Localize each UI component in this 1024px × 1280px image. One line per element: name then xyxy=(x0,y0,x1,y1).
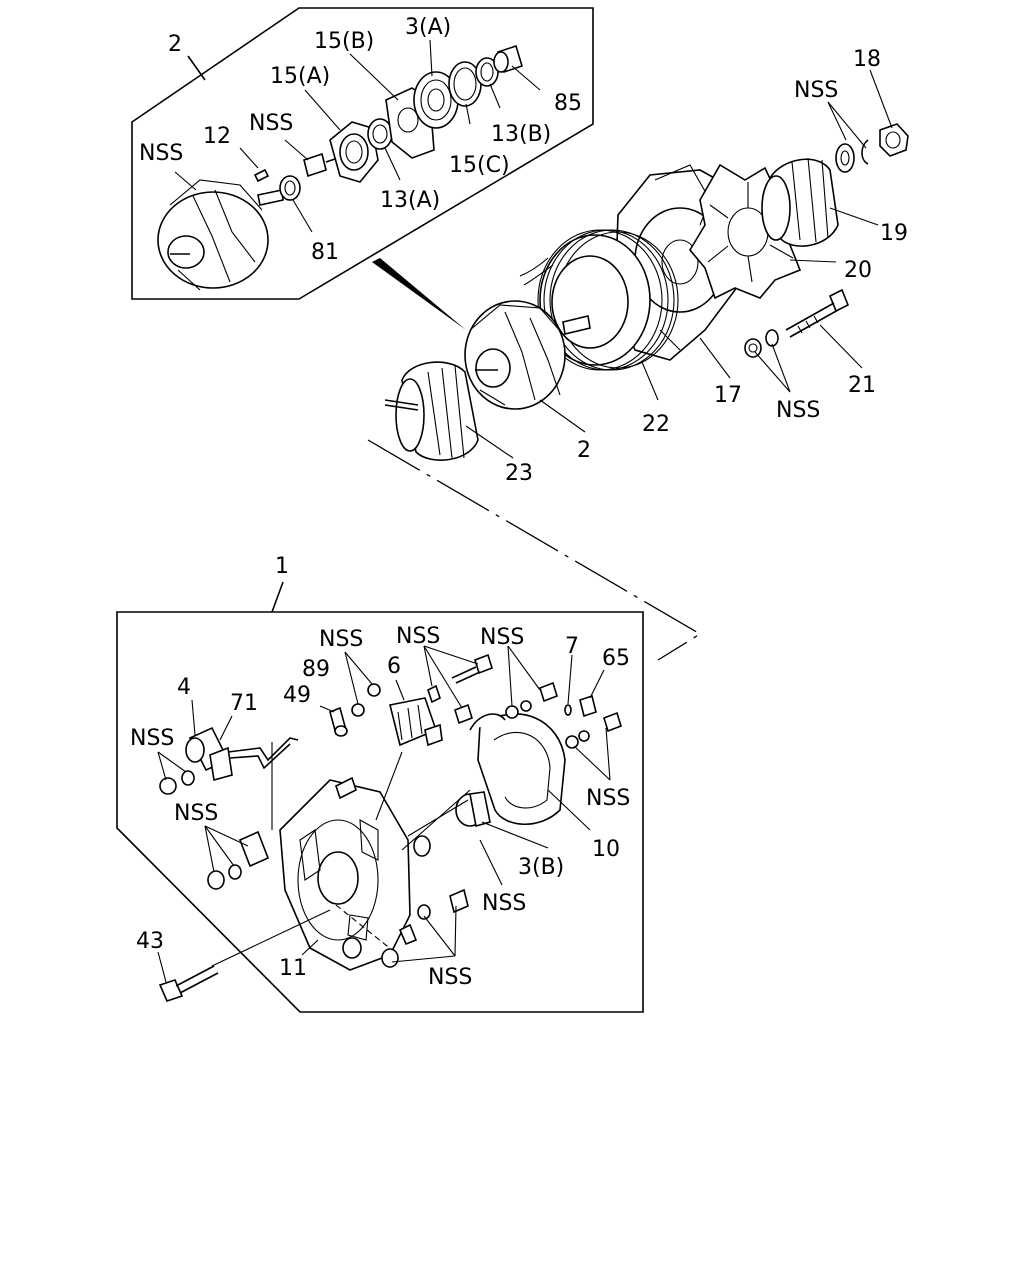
callout-10: 10 xyxy=(592,837,620,862)
terminal-49 xyxy=(329,706,348,737)
callout-2-mid: 2 xyxy=(577,438,591,463)
end-frame-11 xyxy=(279,776,431,971)
callout-2-top: 2 xyxy=(168,32,182,57)
callout-labels: 2 15(B) 3(A) 15(A) NSS 12 NSS 85 13(B) 1… xyxy=(130,15,908,990)
callout-nss-4: NSS xyxy=(776,398,820,423)
detail-pointer-wedge xyxy=(372,258,466,330)
callout-43: 43 xyxy=(136,929,164,954)
screw-nss-top xyxy=(303,152,339,178)
callout-3b: 3(B) xyxy=(518,855,564,880)
callout-85: 85 xyxy=(554,91,582,116)
bolt-43 xyxy=(158,965,219,1002)
callout-nss-8: NSS xyxy=(130,726,174,751)
callout-20: 20 xyxy=(844,258,872,283)
regulator-6 xyxy=(389,697,443,747)
callout-23: 23 xyxy=(505,461,533,486)
callout-6: 6 xyxy=(387,654,401,679)
callout-15b: 15(B) xyxy=(314,29,374,54)
callout-19: 19 xyxy=(880,221,908,246)
callout-nss-5: NSS xyxy=(319,627,363,652)
assembly-axis-line xyxy=(367,439,702,661)
callout-17: 17 xyxy=(714,383,742,408)
slip-ring-end-23 xyxy=(384,361,479,461)
through-bolt-21 xyxy=(785,288,850,338)
callout-nss-7: NSS xyxy=(480,625,524,650)
callout-nss-3: NSS xyxy=(794,78,838,103)
collar-85 xyxy=(493,44,523,74)
bearing-retainer-15a xyxy=(329,121,379,183)
washer-81 xyxy=(279,175,301,201)
callout-3a: 3(A) xyxy=(405,15,451,40)
callout-12: 12 xyxy=(203,124,231,149)
callout-65: 65 xyxy=(602,646,630,671)
nut-18 xyxy=(879,123,909,157)
condenser-4 xyxy=(185,726,299,772)
ring-15c xyxy=(448,61,482,107)
callout-4: 4 xyxy=(177,675,191,700)
callout-71: 71 xyxy=(230,691,258,716)
callout-18: 18 xyxy=(853,47,881,72)
washer-nss-pulley xyxy=(835,139,869,173)
callout-21: 21 xyxy=(848,373,876,398)
callout-13b: 13(B) xyxy=(491,122,551,147)
rectifier-end-box xyxy=(116,581,644,1013)
rotor-detail-box xyxy=(131,7,594,300)
callout-nss-1: NSS xyxy=(249,111,293,136)
bolts-nss-bottom xyxy=(159,653,622,968)
callout-nss-10: NSS xyxy=(174,801,218,826)
callout-nss-9: NSS xyxy=(586,786,630,811)
callout-15a: 15(A) xyxy=(270,64,330,89)
callout-7: 7 xyxy=(565,634,579,659)
callout-13a: 13(A) xyxy=(380,188,440,213)
callout-nss-12: NSS xyxy=(428,965,472,990)
callout-1: 1 xyxy=(275,554,289,579)
main-assembly-leaders xyxy=(465,69,893,459)
callout-81: 81 xyxy=(311,240,339,265)
rotor-detail-part xyxy=(157,179,284,291)
callout-nss-11: NSS xyxy=(482,891,526,916)
callout-22: 22 xyxy=(642,412,670,437)
pulley-19 xyxy=(761,157,839,247)
callout-nss-2: NSS xyxy=(139,141,183,166)
bearing-3b xyxy=(455,791,491,828)
seal-13a xyxy=(367,118,393,150)
washers-nss-bolt xyxy=(744,329,779,358)
bottom-box-leaders xyxy=(157,645,611,983)
rectifier-10 xyxy=(469,713,566,826)
callout-49: 49 xyxy=(283,683,311,708)
callout-nss-6: NSS xyxy=(396,624,440,649)
rotor-2 xyxy=(464,300,591,410)
brush-holder-71 xyxy=(209,746,233,782)
callout-11: 11 xyxy=(279,956,307,981)
callout-89: 89 xyxy=(302,657,330,682)
callout-15c: 15(C) xyxy=(449,153,510,178)
woodruff-key-12 xyxy=(253,168,270,183)
top-box-leaders xyxy=(174,39,541,233)
nut-89 xyxy=(351,683,381,717)
